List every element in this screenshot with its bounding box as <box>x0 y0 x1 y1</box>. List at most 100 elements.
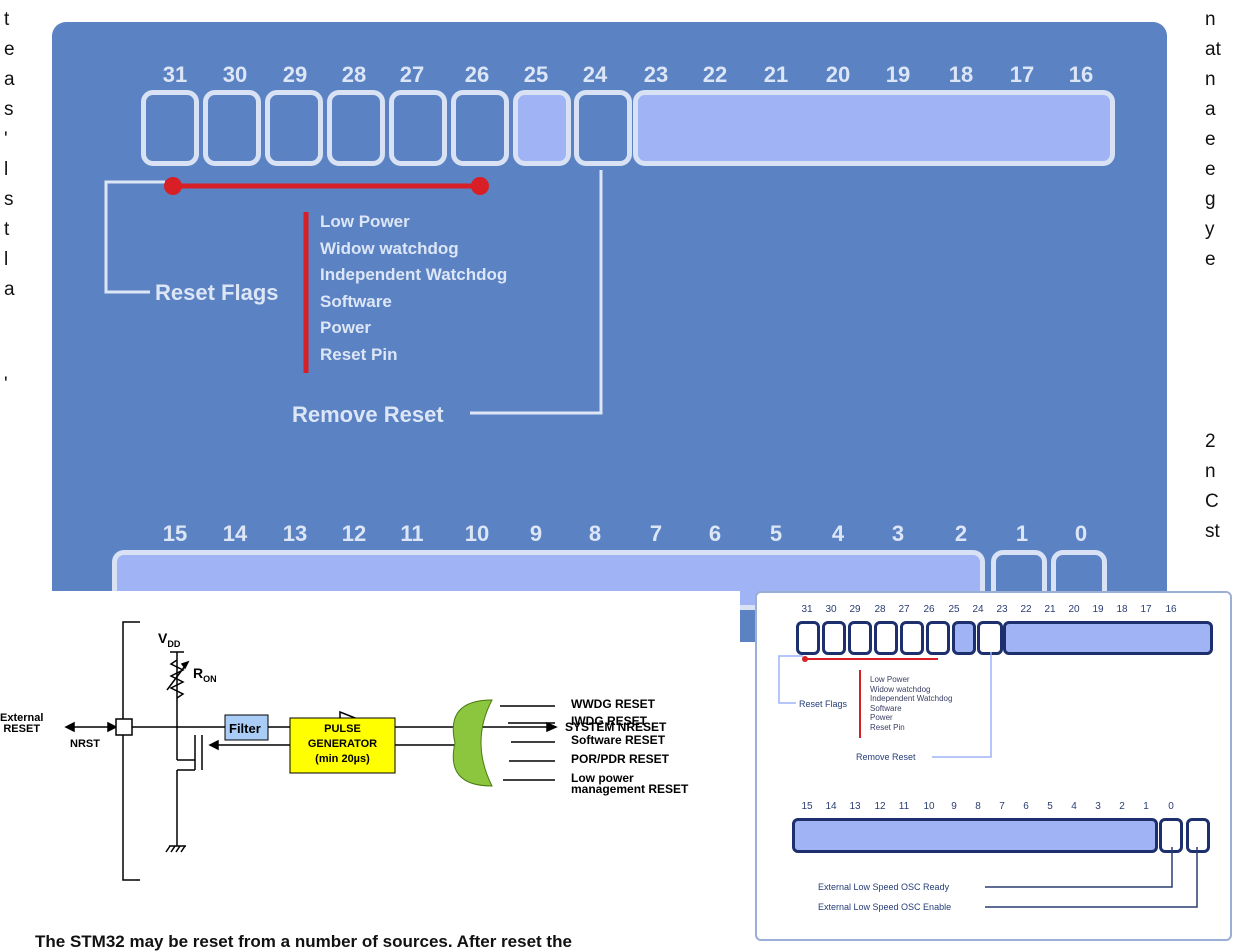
small-reset-flags-label: Reset Flags <box>799 699 848 709</box>
reset-flag-item: Software <box>320 291 392 311</box>
flag-bit-box <box>389 90 447 166</box>
stray-right-char: g <box>1205 189 1216 210</box>
bit-number: 16 <box>1068 62 1094 87</box>
small-bit-number: 21 <box>1044 604 1056 615</box>
bit-number: 11 <box>400 521 424 546</box>
small-bit-number: 29 <box>849 604 861 615</box>
stray-right-char: n <box>1205 69 1216 90</box>
bit-number: 3 <box>891 521 905 546</box>
bit-number: 22 <box>702 62 728 87</box>
small-flag-item: Widow watchdog <box>870 684 931 694</box>
pulse-generator-box: PULSE GENERATOR (min 20µs) <box>307 723 378 765</box>
bit-number: 24 <box>582 62 608 87</box>
reset-flag-item: Low Power <box>320 212 410 231</box>
small-bit-number: 1 <box>1143 801 1149 812</box>
stray-left-char: ' <box>4 129 8 150</box>
small-flag-item: Reset Pin <box>870 722 905 732</box>
bit-number: 20 <box>825 62 851 87</box>
small-bit-number: 24 <box>972 604 984 615</box>
bit-number: 13 <box>282 521 308 546</box>
small-bit-number: 26 <box>923 604 935 615</box>
small-osc-ready-bit <box>1159 818 1183 853</box>
stray-right-char: e <box>1205 129 1216 150</box>
small-flag-bit <box>796 621 820 655</box>
small-flag-bit <box>822 621 846 655</box>
stray-left-char: e <box>4 39 15 60</box>
small-bit-number: 0 <box>1168 801 1174 812</box>
osc-enable-label: External Low Speed OSC Enable <box>818 902 952 912</box>
stray-right-char: 2 <box>1205 431 1216 452</box>
reserved-bit-box <box>513 90 571 166</box>
reset-flag-item: Reset Pin <box>320 344 398 364</box>
bit-number: 15 <box>162 521 188 546</box>
reset-source-label: POR/PDR RESET <box>571 752 670 766</box>
reset-source-label: IWDG RESET <box>571 714 648 728</box>
bit-number: 7 <box>649 521 663 546</box>
bit-number: 8 <box>588 521 602 546</box>
small-flag-bit <box>900 621 924 655</box>
flag-bit-box <box>141 90 199 166</box>
ron-label: RON <box>193 665 217 684</box>
small-reserved-range <box>792 818 1158 853</box>
stray-left-char: t <box>4 9 10 30</box>
small-osc-enable-bit <box>1186 818 1210 853</box>
small-reserved-bit <box>952 621 976 655</box>
osc-ready-label: External Low Speed OSC Ready <box>818 882 950 892</box>
flag-bit-box <box>265 90 323 166</box>
reset-source-label: WWDG RESET <box>571 697 655 711</box>
small-bit-number: 3 <box>1095 801 1101 812</box>
small-bit-number: 18 <box>1116 604 1128 615</box>
small-bit-number: 10 <box>923 801 935 812</box>
stray-right-char: C <box>1205 491 1219 512</box>
small-bit-number: 23 <box>996 604 1008 615</box>
stray-left-char: s <box>4 189 14 210</box>
reset-flag-item: Power <box>320 318 372 337</box>
bit-number: 19 <box>885 62 911 87</box>
stray-left-char: a <box>4 69 15 90</box>
small-remove-reset-bit <box>977 621 1003 655</box>
small-remove-reset-label: Remove Reset <box>856 752 916 762</box>
small-bit-number: 20 <box>1068 604 1080 615</box>
flag-bit-box <box>203 90 261 166</box>
small-bit-number: 31 <box>801 604 813 615</box>
small-flag-item: Independent Watchdog <box>870 694 953 703</box>
small-flag-bit <box>848 621 872 655</box>
flag-bit-box <box>451 90 509 166</box>
small-bit-number: 8 <box>975 801 981 812</box>
external-reset-label: External RESET <box>0 712 44 735</box>
filter-box: Filter <box>229 721 261 736</box>
stray-left-char: a <box>4 279 15 300</box>
bit-number: 28 <box>341 62 367 87</box>
nrst-label: NRST <box>70 738 100 750</box>
small-bit-number: 12 <box>874 801 886 812</box>
small-reserved-range <box>1003 621 1213 655</box>
bit-number: 4 <box>831 521 845 546</box>
reset-source-label: Software RESET <box>571 733 666 747</box>
reset-flag-item: Independent Watchdog <box>320 265 508 284</box>
reset-flags-label: Reset Flags <box>155 280 279 305</box>
stray-left-char: l <box>4 159 9 180</box>
stray-right-char: st <box>1205 521 1220 542</box>
small-bit-number: 15 <box>801 801 813 812</box>
stray-right-char: n <box>1205 461 1216 482</box>
vdd-label: VDD <box>158 630 181 649</box>
small-bit-number: 14 <box>825 801 837 812</box>
stray-right-char: y <box>1205 219 1215 240</box>
bit-number: 29 <box>282 62 308 87</box>
small-flag-bit <box>926 621 950 655</box>
stray-left-char: ' <box>4 374 8 395</box>
reset-source-label: Low power management RESET <box>571 771 689 796</box>
bit-number: 18 <box>948 62 974 87</box>
small-bit-number: 16 <box>1165 604 1177 615</box>
stray-right-char: at <box>1205 39 1221 60</box>
bit-number: 0 <box>1074 521 1088 546</box>
bit-number: 31 <box>162 62 188 87</box>
bit-number: 27 <box>399 62 425 87</box>
system-nreset-label: SYSTEM NRESET <box>565 720 667 734</box>
stray-left-char: l <box>4 249 9 270</box>
small-bit-number: 17 <box>1140 604 1152 615</box>
small-flag-item: Power <box>870 713 893 722</box>
